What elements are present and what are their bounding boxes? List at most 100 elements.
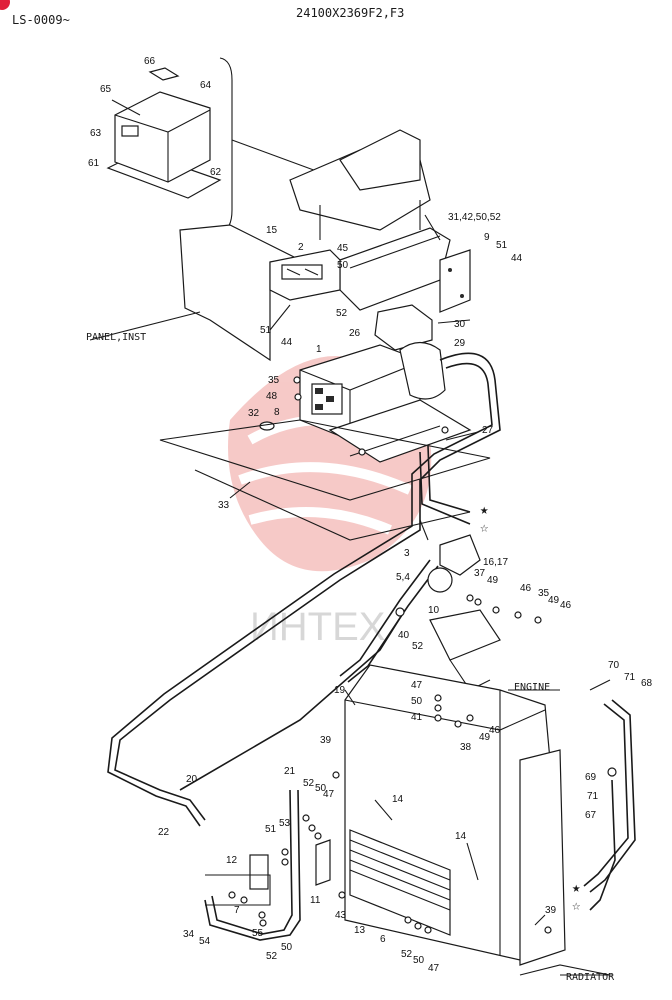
part-label: 50 (315, 783, 327, 794)
part-label: 16,17 (483, 557, 508, 568)
part-label: 51 (260, 325, 272, 336)
relay-box (106, 67, 331, 199)
part-label: 63 (90, 128, 102, 139)
part-label: 39 (545, 905, 557, 916)
part-label: 33 (218, 500, 230, 511)
part-label: 50 (337, 260, 349, 271)
part-label: 54 (199, 936, 211, 947)
part-label: 45 (337, 243, 349, 254)
star-open-upper: ☆ (480, 520, 489, 536)
part-label: 70 (608, 660, 620, 671)
part-label: 47 (428, 963, 440, 974)
part-label: 20 (186, 774, 198, 785)
part-codes: 24100X2369F2,F3 (296, 6, 404, 20)
leader-lines (229, 214, 612, 976)
part-label: 44 (511, 253, 523, 264)
part-label: 49 (548, 595, 560, 606)
radiator-engine (332, 664, 611, 976)
part-label: 39 (320, 735, 332, 746)
part-label: 31,42,50,52 (448, 212, 501, 223)
part-label: 46 (560, 600, 572, 611)
part-label: 52 (266, 951, 278, 962)
part-label: 50 (411, 696, 423, 707)
part-label: 35 (268, 375, 280, 386)
bypass-hose (583, 679, 636, 911)
water-valve (395, 534, 542, 691)
part-label: 5,4 (396, 572, 410, 583)
part-label: 66 (144, 56, 156, 67)
part-label: 71 (587, 791, 599, 802)
part-label: 50 (413, 955, 425, 966)
serial-range: LS-0009~ (12, 13, 70, 27)
part-label: 21 (284, 766, 296, 777)
part-label: 49 (487, 575, 499, 586)
part-label: 46 (489, 725, 501, 736)
part-label: 51 (265, 824, 277, 835)
part-label: 14 (455, 831, 467, 842)
heater-hoses (107, 352, 501, 827)
part-label: 19 (334, 685, 346, 696)
part-label: 32 (248, 408, 260, 419)
part-label: 47 (411, 680, 423, 691)
part-label: 68 (641, 678, 653, 689)
heater-upper (289, 129, 471, 313)
engine-callout: ENGINE (514, 682, 550, 693)
star-open-lower: ☆ (572, 898, 581, 914)
star-filled-upper: ★ (480, 502, 489, 518)
part-label: 38 (460, 742, 472, 753)
part-label: 69 (585, 772, 597, 783)
part-label: 41 (411, 712, 423, 723)
part-label: 46 (520, 583, 532, 594)
part-label: 67 (585, 810, 597, 821)
part-label: 47 (323, 789, 335, 800)
part-label: 14 (392, 794, 404, 805)
part-label: 2 (298, 242, 304, 253)
part-label: 1 (316, 344, 322, 355)
part-label: 62 (210, 167, 222, 178)
part-label: 52 (401, 949, 413, 960)
heater-unit (259, 341, 472, 463)
part-label: 3 (404, 548, 410, 559)
part-label: 35 (538, 588, 550, 599)
part-label: 13 (354, 925, 366, 936)
corner-marker (0, 0, 10, 10)
part-label: 22 (158, 827, 170, 838)
part-label: 34 (183, 929, 195, 940)
part-label: 10 (428, 605, 440, 616)
part-label: 44 (281, 337, 293, 348)
part-label: 52 (303, 778, 315, 789)
part-label: 50 (281, 942, 293, 953)
part-label: 29 (454, 338, 466, 349)
duct-30 (374, 304, 433, 351)
panel-inst-callout: PANEL,INST (86, 332, 146, 343)
group-bracket (219, 57, 233, 233)
part-label: 7 (234, 905, 240, 916)
star-filled-lower: ★ (572, 880, 581, 896)
part-label: 26 (349, 328, 361, 339)
part-label: 71 (624, 672, 636, 683)
part-label: 9 (484, 232, 490, 243)
part-label: 65 (100, 84, 112, 95)
instrument-panel (89, 224, 341, 362)
watermark-text: ИНТЕХ (250, 605, 385, 649)
filter-assembly (204, 789, 432, 941)
part-label: 55 (252, 928, 264, 939)
part-labels: 66 64 65 63 61 62 31,42,50,52 15 2 45 50… (88, 56, 653, 974)
radiator-callout: RADIATOR (566, 972, 615, 983)
part-label: 51 (496, 240, 508, 251)
part-label: 11 (310, 895, 321, 906)
part-label: 6 (380, 934, 386, 945)
floor-panel-33 (159, 419, 491, 501)
part-label: 8 (274, 407, 280, 418)
part-label: 52 (412, 641, 424, 652)
part-label: 53 (279, 818, 291, 829)
floor-panel-edge (194, 469, 471, 541)
part-label: 49 (479, 732, 491, 743)
part-label: 61 (88, 158, 100, 169)
part-label: 52 (336, 308, 348, 319)
part-label: 15 (266, 225, 278, 236)
part-label: 64 (200, 80, 212, 91)
part-label: 27 (482, 425, 494, 436)
part-label: 30 (454, 319, 466, 330)
